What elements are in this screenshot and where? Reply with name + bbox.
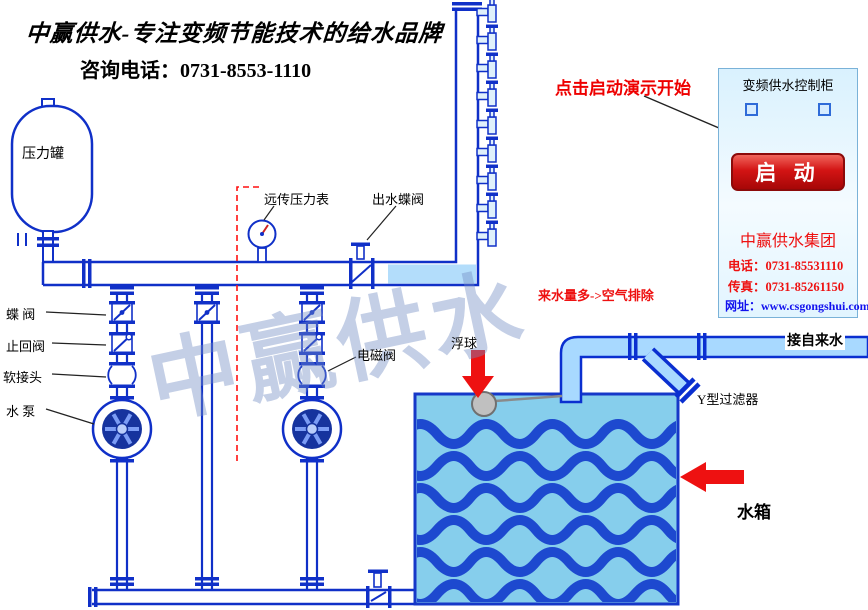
start-button[interactable]: 启 动 (731, 153, 845, 191)
outlet-butterfly-valve-icon (349, 242, 375, 289)
soft-joint-label: 软接头 (3, 370, 43, 385)
solenoid-valve-label: 电磁阀 (357, 348, 397, 363)
indicator-light-1 (745, 103, 758, 116)
faucet (476, 191, 499, 219)
indicator-light-2 (818, 103, 831, 116)
faucet-row (476, 0, 499, 247)
water-tank-label: 水箱 (737, 503, 771, 522)
demo-start-hint: 点击启动演示开始 (555, 79, 691, 98)
outlet-valve-label: 出水蝶阀 (372, 192, 425, 207)
header-pipe (41, 2, 482, 288)
signal-wire (236, 186, 259, 463)
demo-pointer-line (643, 95, 727, 132)
butterfly-valve-label: 蝶 阀 (6, 307, 36, 322)
cabinet-fax: 传真：0731-85261150 (728, 280, 844, 294)
cabinet-title: 变频供水控制柜 (742, 78, 834, 93)
pump-label: 水 泵 (6, 404, 36, 419)
consult-phone: 咨询电话：0731-8553-1110 (80, 60, 312, 82)
y-strainer-icon (641, 347, 701, 404)
cabinet-website: 网址：www.csgongshui.com (725, 299, 868, 313)
pressure-tank-label: 压力罐 (22, 147, 64, 162)
faucet (476, 107, 499, 135)
remote-gauge-label: 远传压力表 (264, 192, 330, 207)
faucet (476, 51, 499, 79)
faucet (476, 163, 499, 191)
water-waves (417, 419, 676, 602)
faucet (476, 135, 499, 163)
cabinet-phone: 电话：0731-85531110 (728, 259, 844, 273)
faucet (476, 23, 499, 51)
bypass-pipe (194, 286, 220, 590)
pump-assembly-2 (281, 284, 343, 592)
pressure-gauge-icon (247, 219, 277, 263)
float-arrow (462, 350, 494, 398)
suction-valve-icon (366, 569, 392, 608)
suction-manifold (88, 587, 418, 607)
brand-slogan: 中赢供水-专注变频节能技术的给水品牌 (24, 21, 444, 46)
control-cabinet: 变频供水控制柜 启 动 中赢供水集团 电话：0731-85531110 传真：0… (718, 68, 868, 318)
tap-water-label: 接自来水 (785, 330, 845, 350)
leader-lines (45, 205, 397, 425)
tank-arrow (680, 462, 744, 492)
faucet (476, 79, 499, 107)
pump-assembly-1 (91, 284, 153, 592)
water-tank (413, 392, 680, 606)
faucet (476, 219, 499, 247)
pressure-tank (10, 98, 94, 264)
float-ball-label: 浮球 (451, 336, 478, 351)
air-exhaust-note: 来水量多->空气排除 (538, 288, 654, 303)
company-name: 中赢供水集团 (739, 233, 836, 250)
strainer-label: Y型过滤器 (697, 392, 759, 407)
check-valve-label: 止回阀 (6, 339, 46, 354)
inlet-pipe (559, 333, 868, 404)
